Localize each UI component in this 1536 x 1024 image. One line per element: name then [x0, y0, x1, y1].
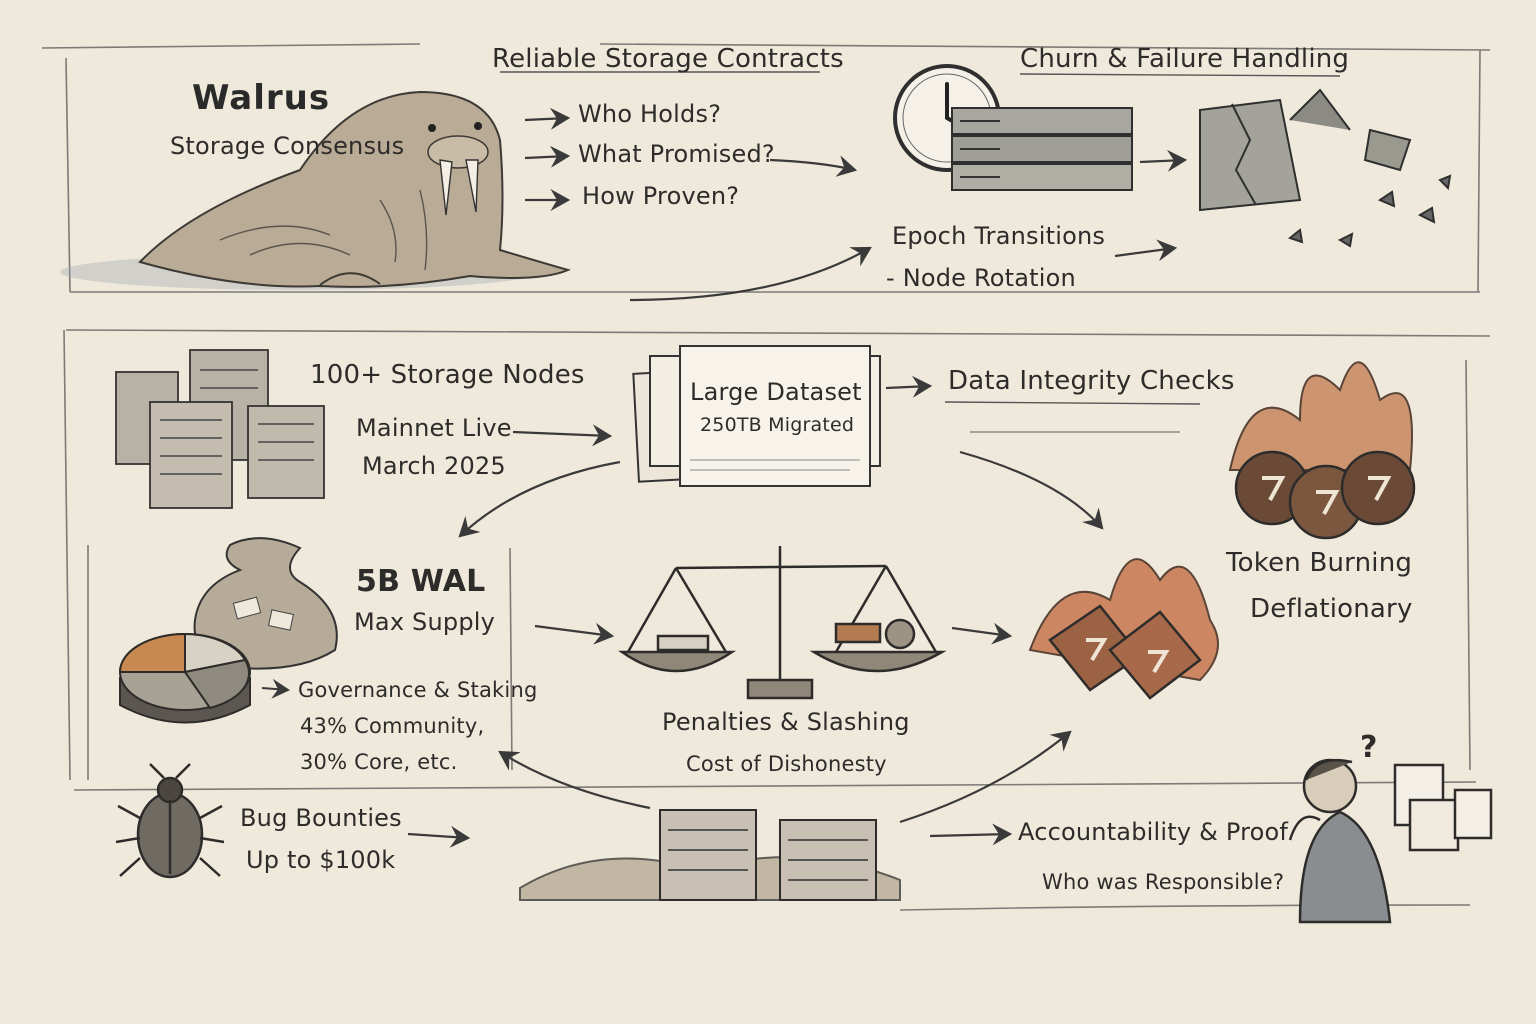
bounties-detail: Up to $100k	[246, 846, 395, 874]
bounties-title: Bug Bounties	[240, 804, 402, 832]
churn-title: Churn & Failure Handling	[1020, 44, 1349, 74]
storage-node-stack-icon	[116, 350, 324, 508]
integrity-title: Data Integrity Checks	[948, 366, 1235, 396]
epoch-line-2: - Node Rotation	[886, 264, 1076, 292]
flow-arrows	[408, 452, 1102, 838]
question-mark: ?	[1360, 730, 1378, 765]
broken-server-icon	[1200, 90, 1450, 246]
accountability-detail: Who was Responsible?	[1042, 870, 1284, 894]
question-2: What Promised?	[578, 140, 775, 168]
walrus-title: Walrus	[192, 78, 330, 118]
mainnet-line-2: March 2025	[362, 452, 506, 480]
beetle-bug-icon	[116, 764, 224, 877]
burning-title: Token Burning	[1226, 548, 1412, 578]
mainnet-line-1: Mainnet Live	[356, 414, 512, 442]
governance-line-1: 43% Community,	[300, 714, 484, 738]
thinking-person-icon	[1290, 760, 1491, 922]
penalties-detail: Cost of Dishonesty	[686, 752, 887, 776]
governance-line-2: 30% Core, etc.	[300, 750, 457, 774]
walrus-subtitle: Storage Consensus	[170, 132, 404, 160]
walrus-icon	[60, 92, 568, 290]
supply-title: 5B WAL	[356, 564, 485, 599]
server-rack-icon	[952, 108, 1132, 190]
pie-chart-icon	[120, 634, 250, 723]
question-3: How Proven?	[582, 182, 739, 210]
data-center-buildings-icon	[520, 810, 900, 900]
dataset-title: Large Dataset	[690, 378, 862, 406]
burning-token-icon	[1030, 559, 1218, 698]
burning-detail: Deflationary	[1250, 594, 1413, 624]
dataset-detail: 250TB Migrated	[700, 414, 854, 436]
balance-scale-icon	[622, 546, 942, 698]
governance-title: Governance & Staking	[298, 678, 537, 702]
nodes-title: 100+ Storage Nodes	[310, 360, 585, 390]
contracts-title: Reliable Storage Contracts	[492, 44, 844, 74]
burning-coins-icon	[1230, 362, 1414, 538]
penalties-title: Penalties & Slashing	[662, 708, 910, 736]
question-1: Who Holds?	[578, 100, 721, 128]
supply-detail: Max Supply	[354, 608, 495, 636]
epoch-line-1: Epoch Transitions	[892, 222, 1105, 250]
accountability-title: Accountability & Proof	[1018, 818, 1288, 846]
